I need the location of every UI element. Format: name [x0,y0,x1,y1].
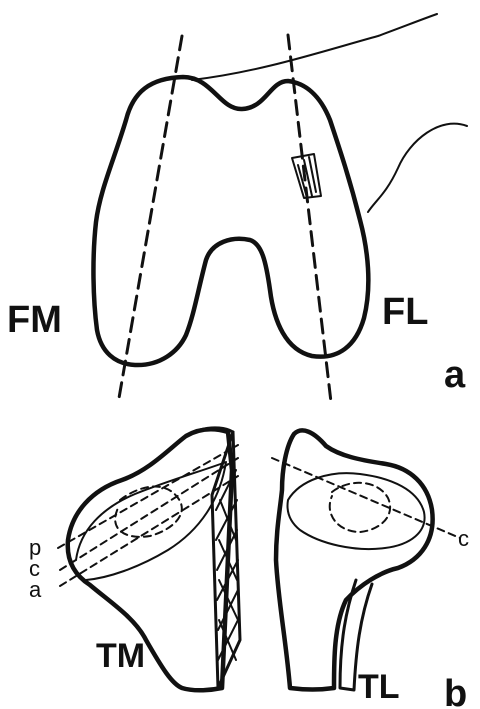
label-tl: TL [358,668,400,706]
tibia-lateral-articular-surface [288,473,425,549]
cut-line-c-lateral [272,458,460,538]
femur-panel: FM FL a [7,14,467,402]
label-fl: FL [382,291,428,333]
tibia-panel: p c a TM c TL b [29,428,469,709]
label-tm: TM [96,637,145,675]
label-c-lateral: c [458,526,469,551]
femur-shaft-line-lower [368,124,467,212]
tibia-lateral-half: c TL [272,430,469,706]
tibia-medial-half: p c a TM [29,428,240,690]
label-panel-a: a [444,354,466,396]
label-a: a [29,577,42,602]
femur-shaft-line-upper [192,14,437,80]
label-fm: FM [7,299,62,341]
femur-outline [93,77,368,365]
label-panel-b: b [444,673,467,709]
femur-medial-axis [119,36,182,398]
